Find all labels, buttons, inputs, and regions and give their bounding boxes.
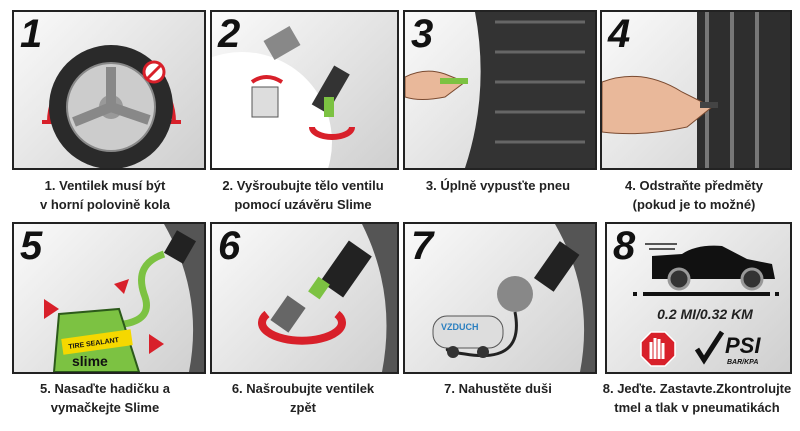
caption-line: 2. Vyšroubujte tělo ventilu: [222, 178, 384, 193]
caption-line: v horní polovině kola: [39, 197, 171, 212]
step-5-panel: slime TIRE SEALANT 5: [12, 222, 206, 374]
caption-line: (pokud je to možné): [632, 197, 756, 212]
drive-illustration: 0.2 MI/0.32 KM PSI BAR/KPA: [633, 243, 779, 367]
remove-object-illustration: [602, 12, 790, 168]
valve-core-illustration: [212, 25, 355, 168]
caption-line: tmel a tlak v pneumatikách: [614, 400, 780, 415]
psi-text: PSI: [725, 333, 761, 358]
step-6-caption: 6. Našroubujte ventilek zpět: [203, 379, 403, 417]
checkmark-icon: [694, 330, 725, 365]
caption-line: zpět: [290, 400, 316, 415]
step-number: 4: [608, 12, 631, 56]
caption-line: 5. Nasaďte hadičku a: [39, 381, 170, 396]
caption-line: 6. Našroubujte ventilek: [231, 381, 375, 396]
step-number: 6: [218, 224, 241, 268]
step-7-panel: VZDUCH 7: [403, 222, 597, 374]
step-4-caption: 4. Odstraňte předměty (pokud je to možné): [594, 176, 794, 214]
step-number: 5: [20, 224, 43, 268]
bottle-brand: slime: [72, 353, 108, 369]
step-number: 2: [218, 12, 241, 56]
step-1-caption: 1. Ventilek musí být v horní polovině kol…: [5, 176, 205, 214]
units-text: BAR/KPA: [727, 359, 758, 366]
step-2-panel: 2: [210, 10, 399, 170]
step-number: 8: [613, 224, 636, 268]
step-1-panel: 1: [12, 10, 206, 170]
distance-text: 0.2 MI/0.32 KM: [657, 306, 753, 322]
caption-line: 1. Ventilek musí být: [44, 178, 166, 193]
step-3-caption: 3. Úplně vypusťte pneu: [398, 176, 598, 195]
caption-line: 4. Odstraňte předměty: [625, 178, 763, 193]
step-4-panel: 4: [600, 10, 792, 170]
caption-line: 8. Jeďte. Zastavte.Zkontrolujte: [602, 381, 792, 396]
step-2-caption: 2. Vyšroubujte tělo ventilu pomocí uzávěr…: [203, 176, 403, 214]
caption-line: 7. Nahustěte duši: [444, 381, 552, 396]
inflate-illustration: VZDUCH: [432, 224, 595, 372]
slime-bottle-illustration: slime TIRE SEALANT: [44, 224, 204, 372]
caption-line: vymačkejte Slime: [50, 400, 160, 415]
reinstall-valve-illustration: [258, 224, 397, 372]
step-number: 3: [411, 12, 434, 56]
caption-line: pomocí uzávěru Slime: [234, 197, 372, 212]
step-number: 7: [411, 224, 434, 268]
step-number: 1: [20, 12, 43, 56]
step-3-panel: 3: [403, 10, 597, 170]
compressor-label: VZDUCH: [441, 322, 479, 332]
step-5-caption: 5. Nasaďte hadičku a vymačkejte Slime: [5, 379, 205, 417]
step-7-caption: 7. Nahustěte duši: [398, 379, 598, 398]
deflate-illustration: [405, 12, 595, 168]
step-6-panel: 6: [210, 222, 399, 374]
step-8-panel: 0.2 MI/0.32 KM PSI BAR/KPA 8: [605, 222, 792, 374]
wheel-illustration: [42, 45, 181, 168]
caption-line: 3. Úplně vypusťte pneu: [425, 178, 571, 193]
step-8-caption: 8. Jeďte. Zastavte.Zkontrolujte tmel a tl…: [594, 379, 800, 417]
